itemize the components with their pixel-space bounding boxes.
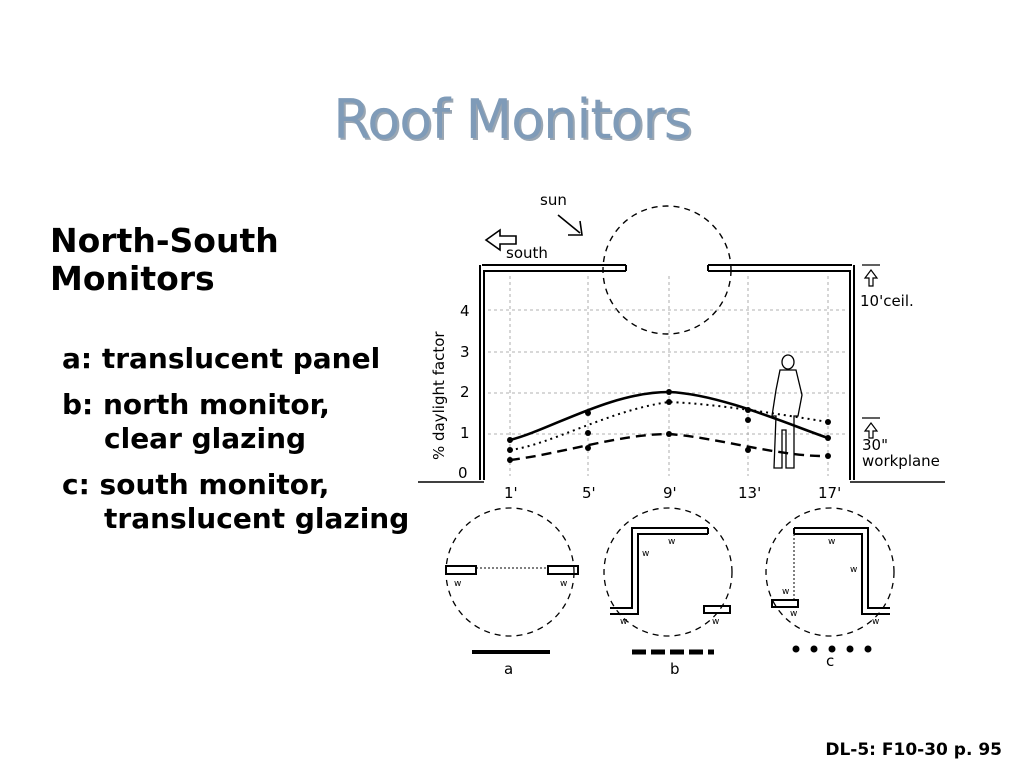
reference-note: DL-5: F10-30 p. 95	[825, 740, 1002, 760]
y-tick-4: 4	[460, 302, 470, 320]
bullet-a: a: translucent panel	[62, 342, 381, 375]
south-label: south	[506, 244, 548, 262]
legend-b: b	[670, 660, 680, 678]
workplane-height-label: 30"	[862, 436, 888, 454]
x-tick-5: 5'	[582, 484, 596, 502]
window-label: w	[782, 587, 789, 597]
bullet-list: a: translucent panel b: north monitor, c…	[62, 342, 412, 548]
x-tick-17: 17'	[818, 484, 841, 502]
y-tick-1: 1	[460, 424, 470, 442]
workplane-arrow-icon	[862, 417, 880, 439]
detail-c: w w w w w c	[765, 507, 895, 670]
y-tick-3: 3	[460, 343, 470, 361]
bullet-b: b: north monitor, clear glazing	[62, 388, 330, 455]
slide-title: Roof Monitors	[333, 88, 692, 151]
south-arrow-icon	[484, 228, 517, 252]
legend-a: a	[504, 660, 513, 678]
window-label: w	[560, 579, 567, 589]
window-label: w	[872, 617, 879, 627]
window-label: w	[642, 549, 649, 559]
workplane-label: workplane	[862, 452, 940, 470]
bullet-c: c: south monitor, translucent glazing	[62, 468, 410, 535]
window-label: w	[712, 617, 719, 627]
detail-b: w w w w b	[603, 507, 733, 678]
window-label: w	[790, 609, 797, 619]
chart-grid	[488, 276, 846, 476]
legend-c: c	[826, 652, 834, 670]
section-heading: North-South Monitors	[50, 221, 279, 298]
window-label: w	[454, 579, 461, 589]
y-axis-label: % daylight factor	[430, 331, 448, 460]
detail-a: w w a	[445, 507, 579, 678]
window-label: w	[620, 617, 627, 627]
roof-monitor-diagram: sun south % daylight factor	[418, 191, 945, 678]
curve-c-dotted	[509, 400, 829, 451]
ceiling-arrow-icon	[862, 264, 880, 287]
window-label: w	[828, 537, 835, 547]
ceiling-label: 10'ceil.	[860, 292, 914, 310]
window-label: w	[668, 537, 675, 547]
y-tick-0: 0	[458, 464, 468, 482]
x-tick-1: 1'	[504, 484, 518, 502]
human-figure-icon	[771, 354, 803, 469]
window-label: w	[850, 565, 857, 575]
y-tick-2: 2	[460, 383, 470, 401]
sun-label: sun	[540, 191, 567, 209]
curve-points	[507, 389, 831, 463]
building-section	[479, 264, 855, 480]
sun-arrow-icon	[557, 214, 583, 236]
x-tick-9: 9'	[663, 484, 677, 502]
x-tick-13: 13'	[738, 484, 761, 502]
